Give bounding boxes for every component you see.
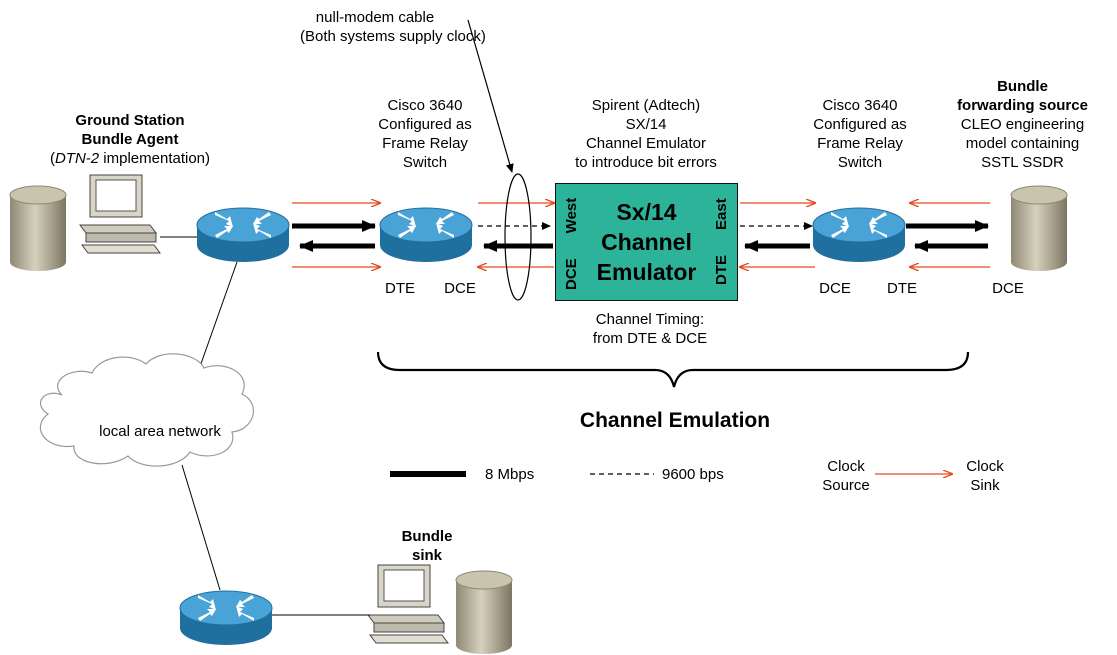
cisco-right-line: Configured as (813, 116, 907, 133)
bundle-source-line: SSTL SSDR (981, 154, 1064, 171)
cisco-left-line: Switch (402, 154, 448, 171)
impl-rest: implementation) (99, 150, 211, 167)
clock-sink-line: Sink (970, 477, 1000, 494)
null-modem-line-1: null-modem cable (315, 9, 435, 26)
east-dte: DTE (713, 255, 730, 285)
west: West (563, 197, 580, 234)
timing-line: from DTE & DCE (592, 330, 708, 347)
spirent-line: SX/14 (625, 116, 667, 133)
impl-paren: ( (49, 150, 55, 167)
emulator-title-line: Sx/14 (616, 199, 677, 225)
cisco-left-label: Cisco 3640 Configured as Frame Relay Swi… (360, 96, 490, 172)
east: East (713, 198, 730, 230)
ground-title-line-2: Bundle Agent (81, 131, 179, 148)
clock-source-line: Clock (827, 458, 865, 475)
bundle-source-label: Bundle forwarding source CLEO engineerin… (935, 77, 1110, 172)
spirent-label: Spirent (Adtech) SX/14 Channel Emulator … (556, 96, 736, 172)
port-dte-left: DTE (385, 280, 415, 297)
spirent-line: Channel Emulator (585, 135, 707, 152)
ground-implementation: (DTN-2 implementation) (20, 149, 240, 168)
null-modem-label: null-modem cable (Both systems supply cl… (300, 8, 486, 46)
null-modem-ellipse (504, 173, 532, 301)
ground-title-line-1: Ground Station (75, 112, 185, 129)
spirent-line: to introduce bit errors (575, 154, 717, 171)
port-dce-source: DCE (992, 280, 1024, 297)
port-dce-left: DCE (444, 280, 476, 297)
port-dte-right: DTE (887, 280, 917, 297)
legend-9600bps-label: 9600 bps (662, 466, 724, 483)
bundle-source-title: forwarding source (957, 97, 1088, 114)
clock-arrows (292, 203, 990, 474)
emulator-title: Sx/14 Channel Emulator (556, 197, 737, 287)
ground-station-label: Ground Station Bundle Agent (DTN-2 imple… (20, 111, 240, 168)
bundle-sink-line: Bundle (401, 528, 453, 545)
channel-timing-label: Channel Timing: from DTE & DCE (565, 310, 735, 348)
router-icon (379, 207, 473, 263)
cisco-right-line: Switch (837, 154, 883, 171)
cisco-left-line: Cisco 3640 (387, 97, 463, 114)
null-modem-line-2: (Both systems supply clock) (300, 28, 486, 45)
router-icon (179, 590, 273, 646)
lan-label: local area network (99, 423, 221, 440)
cisco-left-line: Configured as (378, 116, 472, 133)
storage-icon (455, 570, 513, 654)
data-arrows-8mbps (292, 220, 989, 252)
storage-icon (1010, 185, 1068, 271)
impl-name: DTN-2 (54, 150, 100, 167)
storage-icon (9, 185, 67, 271)
west-dce: DCE (563, 258, 580, 290)
clock-sink-line: Clock (966, 458, 1004, 475)
clock-source-label: Clock Source (808, 457, 884, 495)
channel-emulation-title: Channel Emulation (579, 409, 771, 432)
cisco-right-line: Frame Relay (817, 135, 903, 152)
router-icon (196, 207, 290, 263)
emulator-title-line: Channel (601, 229, 692, 255)
clock-sink-label: Clock Sink (955, 457, 1015, 495)
bundle-sink-line: sink (411, 547, 442, 564)
emulator-title-line: Emulator (596, 259, 697, 285)
cisco-right-line: Cisco 3640 (822, 97, 898, 114)
west-port-label: DCE West (563, 198, 581, 290)
bundle-source-title: Bundle (997, 78, 1048, 95)
cloud-icon (39, 353, 254, 467)
spirent-line: Spirent (Adtech) (591, 97, 701, 114)
channel-emulator-box: Sx/14 Channel Emulator (555, 183, 738, 301)
clock-source-line: Source (822, 477, 870, 494)
computer-icon (79, 174, 161, 254)
legend-8mbps-label: 8 Mbps (485, 466, 535, 483)
bundle-source-line: CLEO engineering (960, 116, 1085, 133)
cisco-left-line: Frame Relay (382, 135, 468, 152)
callout-arrow (467, 19, 514, 173)
bundle-sink-label: Bundle sink (387, 527, 467, 565)
port-dce-right: DCE (819, 280, 851, 297)
channel-emulation-brace (376, 351, 970, 388)
bundle-source-line: model containing (965, 135, 1080, 152)
timing-line: Channel Timing: (595, 311, 705, 328)
east-port-label: DTE East (713, 198, 731, 285)
cisco-right-label: Cisco 3640 Configured as Frame Relay Swi… (795, 96, 925, 172)
computer-icon (367, 564, 449, 644)
router-icon (812, 207, 906, 263)
